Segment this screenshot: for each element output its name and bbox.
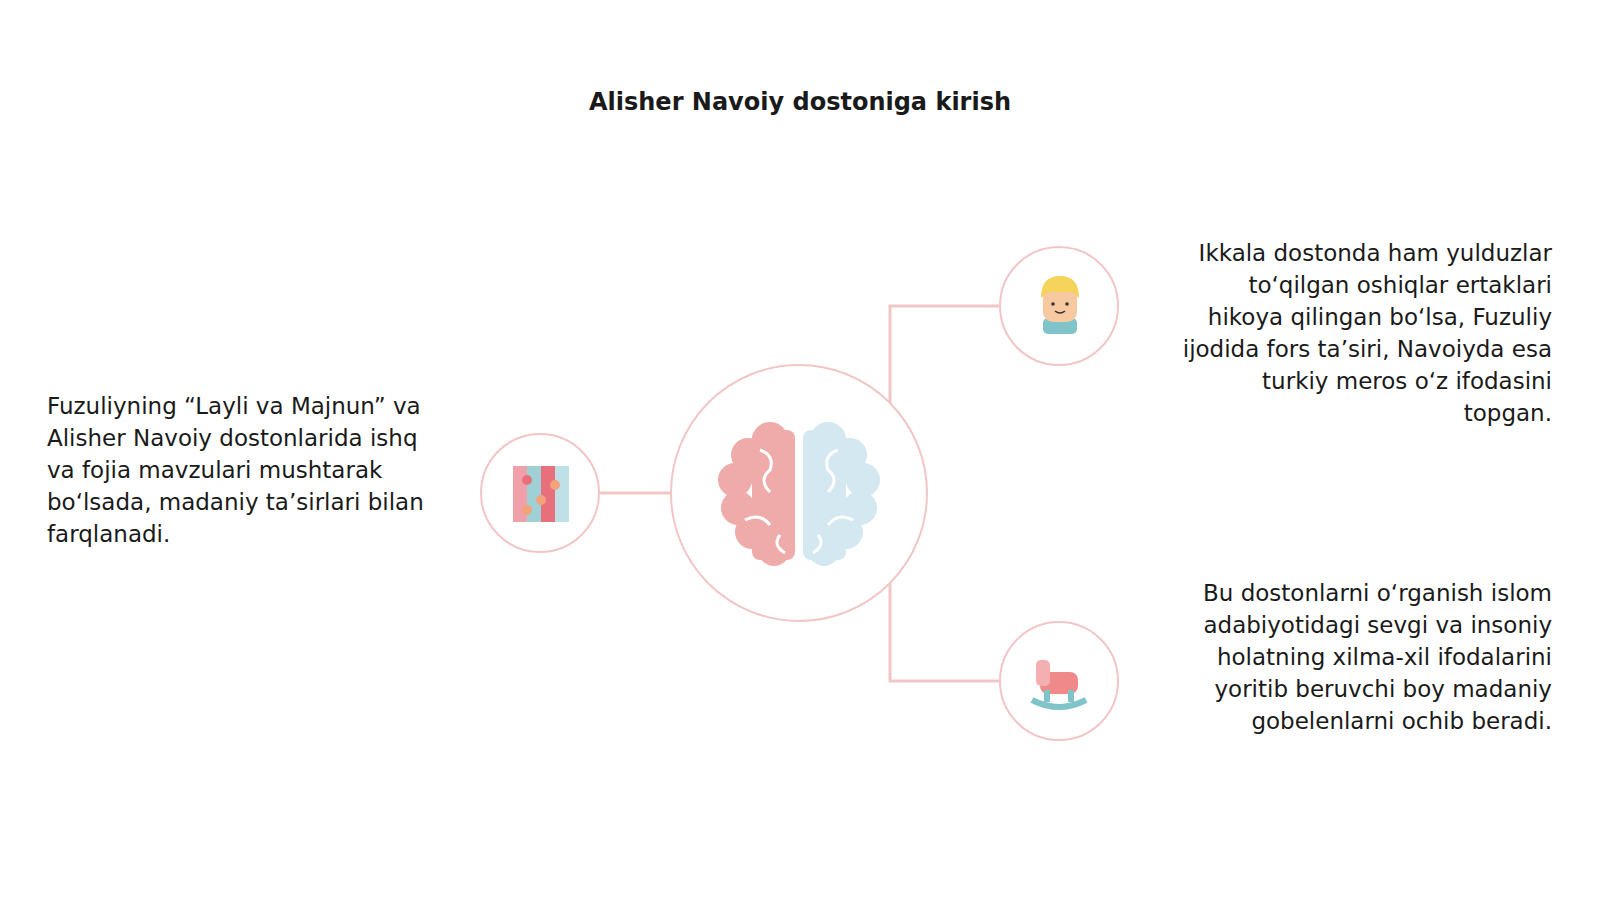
- child-icon: [1041, 276, 1079, 334]
- center-circle: [671, 365, 927, 621]
- icon-circle: Bu dostonlarni o‘rganish islom adabiyoti…: [999, 621, 1119, 741]
- icon-circle: Ikkala dostonda ham yulduzlar to‘qilgan …: [999, 246, 1119, 366]
- puzzle-icon: [513, 466, 569, 522]
- diagram-title: Alisher Navoiy dostoniga kirish: [0, 88, 1600, 116]
- leader-lines: [600, 306, 999, 681]
- rocking-horse-icon: [1032, 660, 1086, 707]
- node-text: Ikkala dostonda ham yulduzlar to‘qilgan …: [1177, 237, 1552, 429]
- node-text: Bu dostonlarni o‘rganish islom adabiyoti…: [1167, 577, 1552, 737]
- brain-illustration: [718, 422, 880, 566]
- icon-circle: Fuzuliyning “Layli va Majnun” va Alisher…: [480, 433, 600, 553]
- node-text: Fuzuliyning “Layli va Majnun” va Alisher…: [47, 390, 447, 550]
